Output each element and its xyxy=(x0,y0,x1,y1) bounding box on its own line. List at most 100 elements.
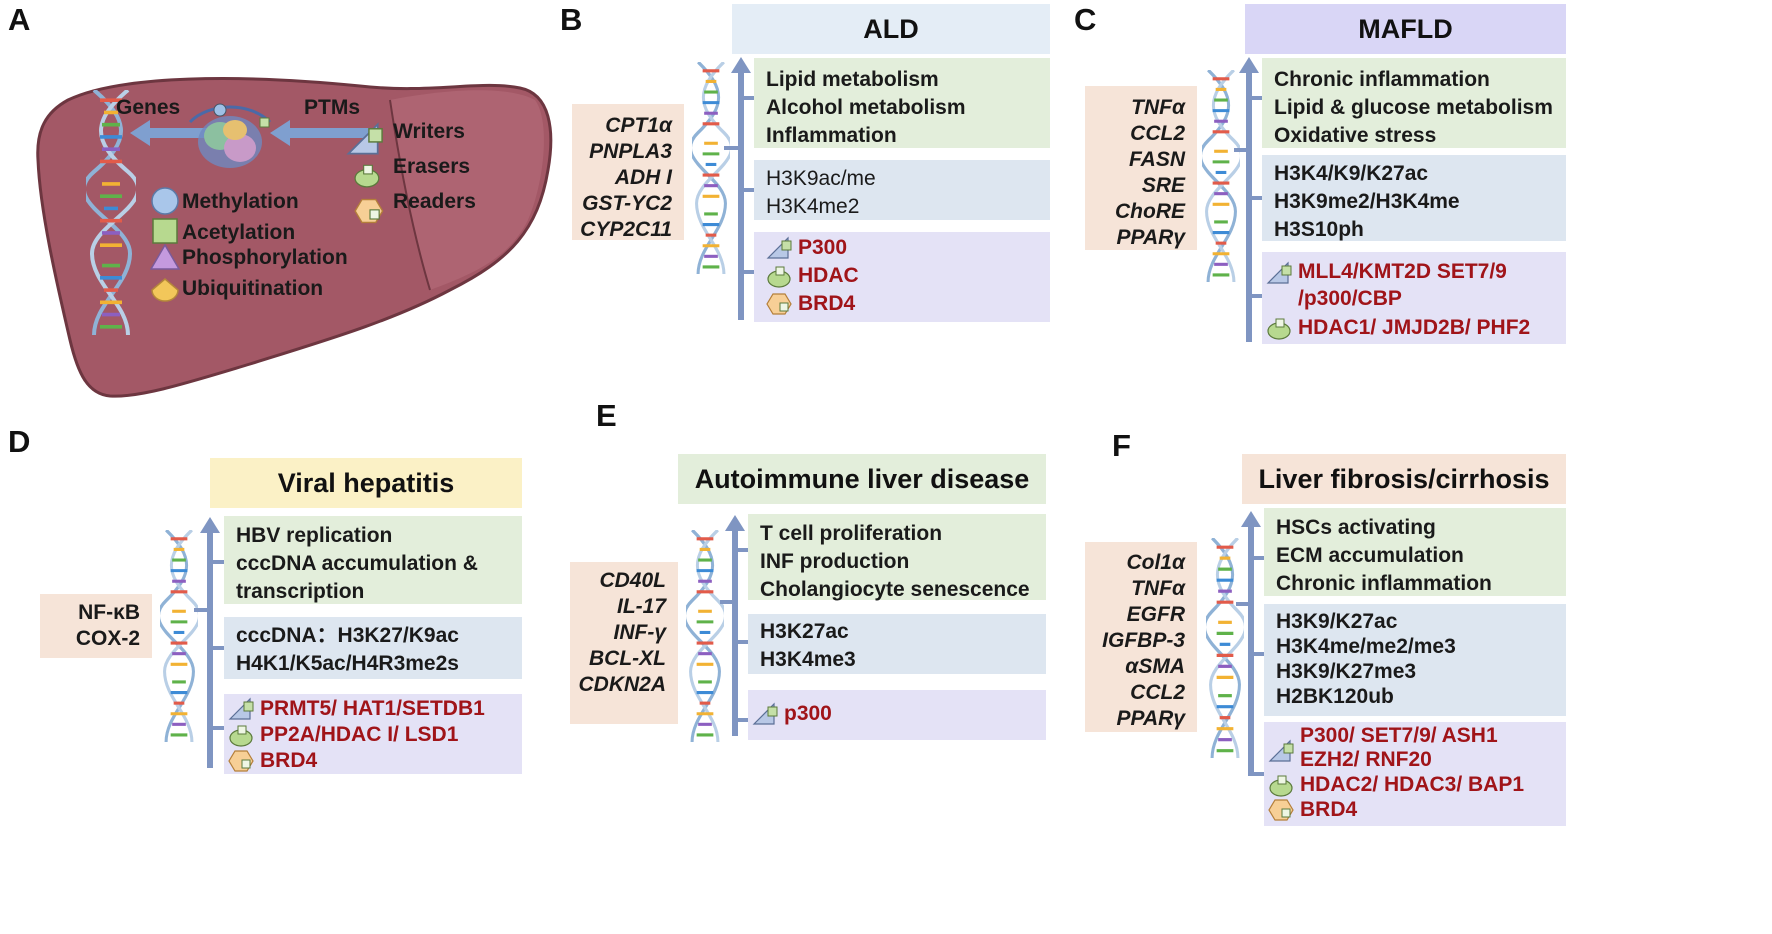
writer-icon xyxy=(343,120,389,158)
histone-mark: H3K9/K27me3 xyxy=(1276,660,1417,683)
gene: CPT1α xyxy=(605,114,672,137)
panel-d-enzymes: PRMT5/ HAT1/SETDB1 PP2A/HDAC I/ LSD1 BRD… xyxy=(224,694,522,774)
spine-arrow xyxy=(1246,72,1252,342)
arrowhead-icon xyxy=(200,517,220,533)
enzyme-label: P300 xyxy=(798,236,848,259)
enzyme-label: HDAC1/ JMJD2B/ PHF2 xyxy=(1298,316,1531,339)
erasers-label: Erasers xyxy=(393,155,471,178)
spine-arrow xyxy=(1248,526,1254,776)
panel-c-enzymes: MLL4/KMT2D SET7/9/p300/CBP HDAC1/ JMJD2B… xyxy=(1262,252,1566,344)
liver-dna-helix xyxy=(86,90,136,335)
process: ECM accumulation xyxy=(1276,544,1464,567)
branch xyxy=(1234,148,1246,152)
process: INF production xyxy=(760,550,910,573)
dna-helix-icon xyxy=(1206,538,1244,758)
panel-f-marks: H3K9/K27ac H3K4me/me2/me3 H3K9/K27me3 H2… xyxy=(1264,604,1566,716)
gene: BCL-XL xyxy=(589,647,666,670)
nucleosome-icon xyxy=(188,103,272,168)
gene: COX-2 xyxy=(75,627,140,650)
enzyme-label: BRD4 xyxy=(798,292,856,315)
panel-e-enzymes: p300 xyxy=(748,690,1046,740)
panel-c-marks: H3K4/K9/K27ac H3K9me2/H3K4me H3S10ph xyxy=(1262,155,1566,241)
spine-arrow xyxy=(732,530,738,736)
gene: PPARγ xyxy=(1116,707,1185,730)
gene: INF-γ xyxy=(613,621,667,644)
writers-label: Writers xyxy=(393,120,465,143)
branch xyxy=(720,600,732,604)
methylation-icon xyxy=(151,187,179,215)
gene: CCL2 xyxy=(1130,681,1185,704)
histone-mark: H3K9me2/H3K4me xyxy=(1274,190,1460,213)
acetylation-icon xyxy=(152,218,178,244)
gene: PNPLA3 xyxy=(589,140,672,163)
branch xyxy=(194,608,207,612)
gene: PPARγ xyxy=(1116,226,1185,249)
branch xyxy=(1254,556,1266,560)
enzyme-row: HDAC xyxy=(766,262,1050,290)
gene: FASN xyxy=(1128,148,1185,171)
histone-mark: cccDNA：H3K27/K9ac xyxy=(236,624,459,647)
writer-icon xyxy=(766,235,794,261)
panel-f-processes: HSCs activating ECM accumulation Chronic… xyxy=(1264,508,1566,596)
panel-letter-b: B xyxy=(560,2,583,37)
panel-letter-d: D xyxy=(8,424,31,459)
gene: TNFα xyxy=(1131,577,1185,600)
reader-icon xyxy=(228,748,256,774)
histone-mark: H4K1/K5ac/H4R3me2s xyxy=(236,652,459,675)
arrowhead-icon xyxy=(1239,57,1259,73)
process: Inflammation xyxy=(766,124,897,147)
gene: SRE xyxy=(1141,174,1185,197)
gene: GST-YC2 xyxy=(582,192,672,215)
panel-b-marks: H3K9ac/me H3K4me2 xyxy=(754,160,1050,220)
legend-acetylation: Acetylation xyxy=(182,221,296,244)
enzyme-row: BRD4 xyxy=(228,748,522,774)
legend-ubiquitination: Ubiquitination xyxy=(182,277,324,300)
gene: CYP2C11 xyxy=(580,218,672,241)
process: Chronic inflammation xyxy=(1276,572,1492,595)
panel-letter-c: C xyxy=(1074,2,1097,37)
arrowhead-icon xyxy=(725,515,745,531)
process: Oxidative stress xyxy=(1274,124,1437,147)
histone-mark: H3K4me/me2/me3 xyxy=(1276,635,1456,658)
dna-helix-icon xyxy=(1202,70,1240,282)
enzyme-label: PP2A/HDAC I/ LSD1 xyxy=(260,723,459,746)
branch xyxy=(744,96,756,100)
panel-e-title: Autoimmune liver disease xyxy=(678,454,1046,504)
process: Cholangiocyte senescence xyxy=(760,578,1030,601)
reader-icon xyxy=(1268,797,1296,823)
gene: EGFR xyxy=(1126,603,1185,626)
ptms-arrow-icon xyxy=(270,120,380,146)
enzyme-label-cont: /p300/CBP xyxy=(1298,287,1402,310)
dna-helix-icon xyxy=(160,530,198,742)
panel-c-title: MAFLD xyxy=(1245,4,1566,54)
ubiquitination-icon xyxy=(151,278,179,302)
enzyme-label: PRMT5/ HAT1/SETDB1 xyxy=(260,697,485,720)
panel-d-title: Viral hepatitis xyxy=(210,458,522,508)
branch xyxy=(738,548,750,552)
gene: ChoRE xyxy=(1115,200,1185,223)
enzyme-row: PRMT5/ HAT1/SETDB1 xyxy=(228,696,522,722)
branch xyxy=(738,718,750,722)
panel-b-processes: Lipid metabolism Alcohol metabolism Infl… xyxy=(754,58,1050,148)
process: Lipid metabolism xyxy=(766,68,939,91)
branch xyxy=(744,270,756,274)
branch xyxy=(744,188,756,192)
branch xyxy=(213,726,225,730)
eraser-icon xyxy=(1266,315,1294,341)
legend-methylation: Methylation xyxy=(182,190,299,213)
branch xyxy=(1252,196,1264,200)
eraser-icon xyxy=(228,722,256,748)
branch xyxy=(1254,772,1266,776)
process: cccDNA accumulation & xyxy=(236,552,478,575)
panel-e-processes: T cell proliferation INF production Chol… xyxy=(748,514,1046,601)
eraser-icon xyxy=(766,263,794,289)
branch xyxy=(1252,294,1264,298)
branch xyxy=(213,646,225,650)
legend-phosphorylation: Phosphorylation xyxy=(182,246,348,269)
enzyme-row: P300 xyxy=(766,234,1050,262)
histone-mark: H3K4me2 xyxy=(766,195,860,218)
branch xyxy=(1254,652,1266,656)
enzyme-row: p300 xyxy=(752,700,1046,728)
panel-d-processes: HBV replication cccDNA accumulation & tr… xyxy=(224,516,522,604)
